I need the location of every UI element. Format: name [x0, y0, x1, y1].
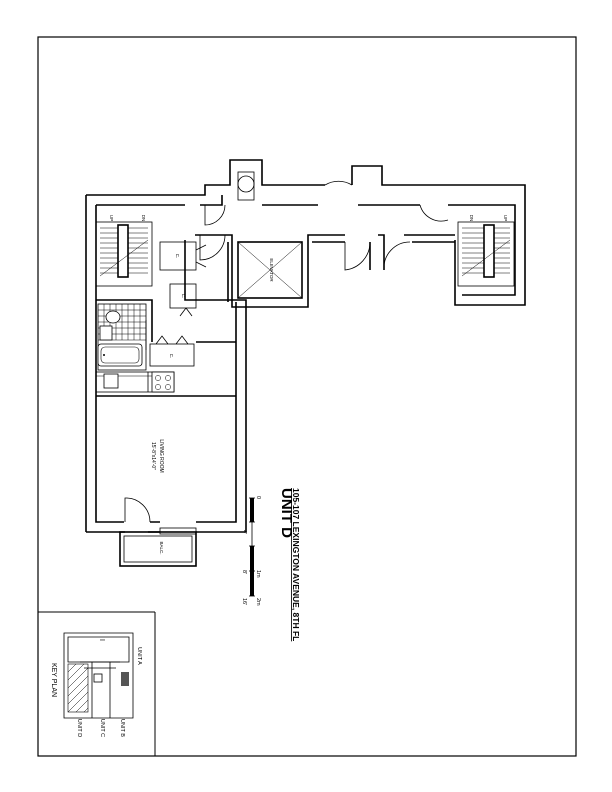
bathtub-icon	[97, 343, 143, 367]
key-plan-unit-a: UNIT A	[136, 647, 142, 665]
stair-left-up: UP	[109, 215, 114, 221]
scale-tick-8: 8'	[241, 570, 247, 574]
door-corridor-3	[324, 180, 353, 186]
key-plan: I UNIT A UNIT B UNIT C UNIT D KEY PLAN	[50, 632, 142, 737]
closet-2-door	[179, 307, 193, 317]
stair-right-up: UP	[503, 215, 508, 221]
kitchen	[95, 371, 175, 393]
scale-tick-4: 4'	[241, 530, 247, 534]
key-plan-unit-d: UNIT D	[76, 719, 82, 737]
scale-sub-1m: 1m	[255, 570, 261, 578]
unit-title: UNIT D	[278, 488, 295, 538]
closet-3	[149, 343, 195, 367]
stove-icon	[151, 371, 175, 393]
address-title: 105-107 LEXINGTON AVENUE, 8TH FL	[291, 488, 301, 641]
bath-partition	[96, 299, 236, 397]
balcony	[119, 531, 197, 567]
door-corridor-1	[204, 204, 226, 226]
closet-3-label: C.	[169, 354, 174, 359]
closet-1-label: C.	[175, 254, 180, 259]
closet-1	[159, 241, 197, 271]
door-corridor-6	[419, 204, 449, 222]
scale-bar: 0 4' 8' 1m 16' 2m	[241, 496, 261, 606]
unit-d-outer-wall	[86, 194, 247, 533]
stair-left	[95, 221, 153, 287]
elevator-shaft	[237, 241, 303, 299]
stair-right-dn: DN	[469, 215, 474, 222]
corridor-top-wall	[185, 159, 526, 306]
sheet-border	[37, 36, 577, 757]
title-block: UNIT D 105-107 LEXINGTON AVENUE, 8TH FL	[278, 488, 301, 641]
scale-sub-2m: 2m	[255, 598, 261, 606]
living-room-label: LIVING ROOM	[158, 439, 164, 472]
column-box	[237, 171, 255, 201]
key-plan-frame	[38, 611, 156, 756]
scale-tick-16: 16'	[241, 598, 247, 605]
closet-2	[169, 283, 197, 309]
closet-3-door	[155, 335, 189, 345]
key-plan-mark: I	[98, 639, 105, 641]
kitchen-sink-icon	[103, 373, 119, 389]
door-corridor-4	[344, 241, 371, 271]
column-circle	[237, 175, 255, 193]
corridor-bottom-inner	[227, 241, 455, 302]
key-plan-unit-b: UNIT B	[119, 719, 125, 737]
scale-tick-0: 0	[255, 496, 261, 499]
closet-2-label: C.	[181, 294, 186, 299]
stair-right	[457, 221, 515, 287]
elevator-label: ELEVATOR	[269, 258, 274, 282]
stair-left-dn: DN	[141, 215, 146, 222]
entry-door	[124, 497, 151, 523]
living-room-size: 15'-8"x14'-0"	[150, 442, 156, 470]
door-corridor-2	[199, 234, 226, 261]
sink-icon	[99, 325, 113, 341]
toilet-icon	[105, 310, 121, 324]
door-corridor-5	[383, 241, 411, 271]
bathroom	[97, 303, 147, 371]
key-plan-unit-d-hatch	[67, 663, 89, 713]
key-plan-title: KEY PLAN	[50, 663, 57, 697]
corridor-top-inner	[200, 195, 516, 296]
unit-d-inner-wall	[95, 205, 237, 523]
balcony-door	[159, 527, 197, 535]
balcony-label: BALC.	[159, 541, 164, 554]
key-plan-unit-c: UNIT C	[99, 719, 105, 737]
closet-1-door	[195, 244, 207, 268]
corridor-bottom-wall	[195, 234, 455, 308]
floor-plan: ELEVATOR	[85, 159, 526, 567]
